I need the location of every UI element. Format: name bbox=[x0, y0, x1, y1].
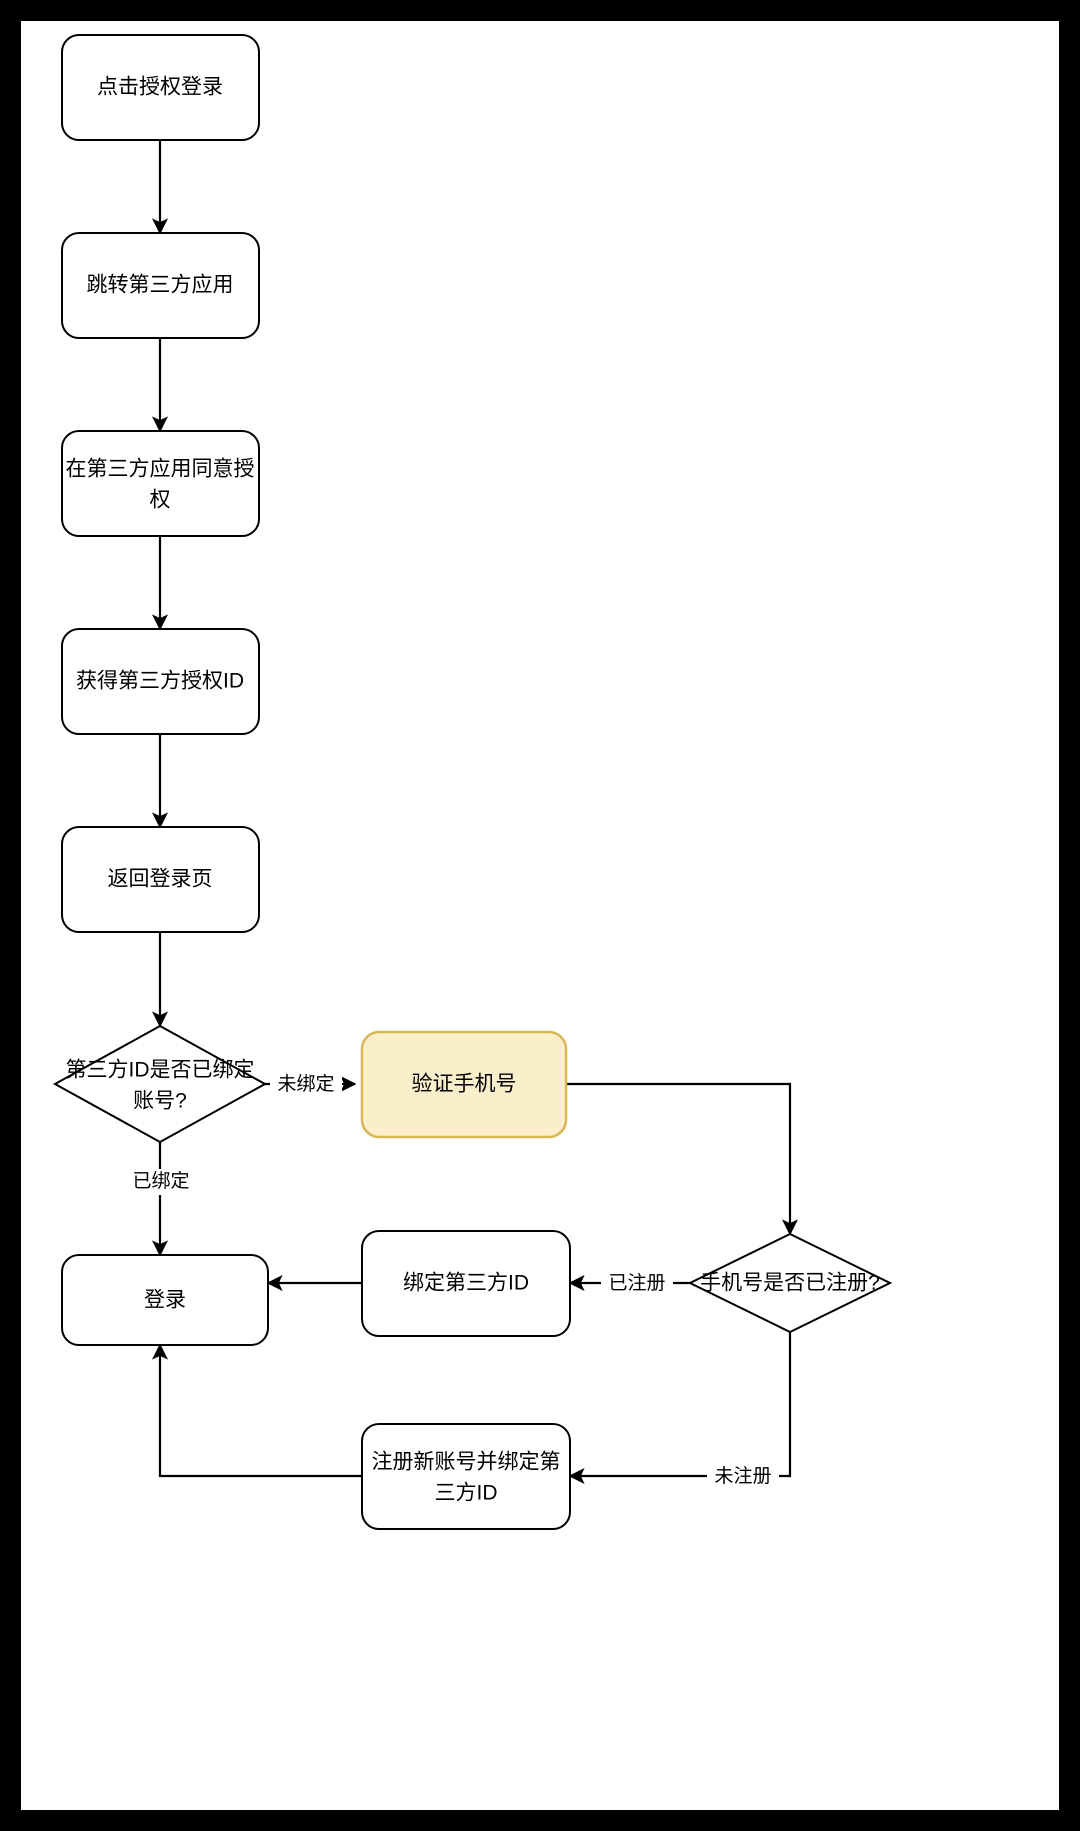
node-shape-n1 bbox=[61, 34, 260, 141]
edge-label-unregistered: 未注册 bbox=[714, 1465, 771, 1487]
node-label-n2: 跳转第三方应用 bbox=[87, 274, 234, 297]
node-label-n3-line1: 在第三方应用同意授 bbox=[66, 458, 255, 481]
diagram-canvas: 未绑定 已绑定 已注册 未注册 点击授权登录 跳转第三方应用 bbox=[21, 21, 1059, 1810]
node-shape-n4 bbox=[61, 628, 260, 735]
edge-label-unregistered-bg bbox=[707, 1463, 779, 1489]
decision-phone-registered[interactable]: 手机号是否已注册? bbox=[687, 1232, 893, 1334]
decision-shape-d2 bbox=[687, 1232, 893, 1334]
edge-n9-n8 bbox=[151, 1343, 362, 1478]
edge-label-registered-bg bbox=[601, 1270, 673, 1296]
decision-label-d1-line2: 账号? bbox=[133, 1090, 187, 1113]
node-click-authorize-login[interactable]: 点击授权登录 bbox=[61, 34, 260, 141]
node-label-n5: 返回登录页 bbox=[108, 868, 213, 891]
node-bind-third-party-id[interactable]: 绑定第三方ID bbox=[361, 1230, 571, 1337]
node-register-and-bind[interactable]: 注册新账号并绑定第 三方ID bbox=[361, 1423, 571, 1530]
edge-n6-d2 bbox=[566, 1082, 799, 1236]
decision-label-d2: 手机号是否已注册? bbox=[700, 1272, 880, 1295]
node-shape-n9 bbox=[361, 1423, 571, 1530]
node-shape-n6 bbox=[360, 1030, 568, 1139]
node-label-n3-line2: 权 bbox=[150, 489, 171, 512]
node-shape-n7 bbox=[361, 1230, 571, 1337]
edge-d2-n9 bbox=[568, 1332, 792, 1485]
node-approve-in-third-party-app[interactable]: 在第三方应用同意授 权 bbox=[61, 430, 260, 537]
decision-third-party-id-bound[interactable]: 第三方ID是否已绑定 账号? bbox=[52, 1024, 268, 1144]
node-shape-n2 bbox=[61, 232, 260, 339]
node-verify-phone-number[interactable]: 验证手机号 bbox=[360, 1030, 568, 1139]
node-label-n8: 登录 bbox=[144, 1289, 186, 1312]
edge-label-unbound-bg bbox=[270, 1071, 342, 1097]
node-label-n9-line2: 三方ID bbox=[435, 1482, 498, 1505]
node-label-n4: 获得第三方授权ID bbox=[76, 670, 244, 693]
node-label-n1: 点击授权登录 bbox=[97, 76, 223, 99]
edge-label-bound: 已绑定 bbox=[132, 1170, 189, 1192]
decision-shape-d1 bbox=[52, 1024, 268, 1144]
node-label-n7: 绑定第三方ID bbox=[403, 1272, 529, 1295]
edge-label-registered: 已注册 bbox=[608, 1272, 665, 1294]
node-login[interactable]: 登录 bbox=[61, 1254, 269, 1346]
node-shape-n5 bbox=[61, 826, 260, 933]
node-jump-third-party-app[interactable]: 跳转第三方应用 bbox=[61, 232, 260, 339]
node-label-n9-line1: 注册新账号并绑定第 bbox=[372, 1451, 561, 1474]
node-shape-n8 bbox=[61, 1254, 269, 1346]
edge-label-unbound: 未绑定 bbox=[277, 1073, 334, 1095]
node-label-n6: 验证手机号 bbox=[412, 1073, 517, 1096]
edge-labels-layer: 未绑定 已绑定 已注册 未注册 bbox=[126, 1071, 779, 1489]
edge-label-bound-bg bbox=[126, 1169, 196, 1195]
node-shape-n3 bbox=[61, 430, 260, 537]
node-return-to-login-page[interactable]: 返回登录页 bbox=[61, 826, 260, 933]
decision-label-d1-line1: 第三方ID是否已绑定 bbox=[66, 1059, 255, 1082]
node-obtain-third-party-auth-id[interactable]: 获得第三方授权ID bbox=[61, 628, 260, 735]
flowchart-svg: 未绑定 已绑定 已注册 未注册 点击授权登录 跳转第三方应用 bbox=[52, 34, 893, 1530]
